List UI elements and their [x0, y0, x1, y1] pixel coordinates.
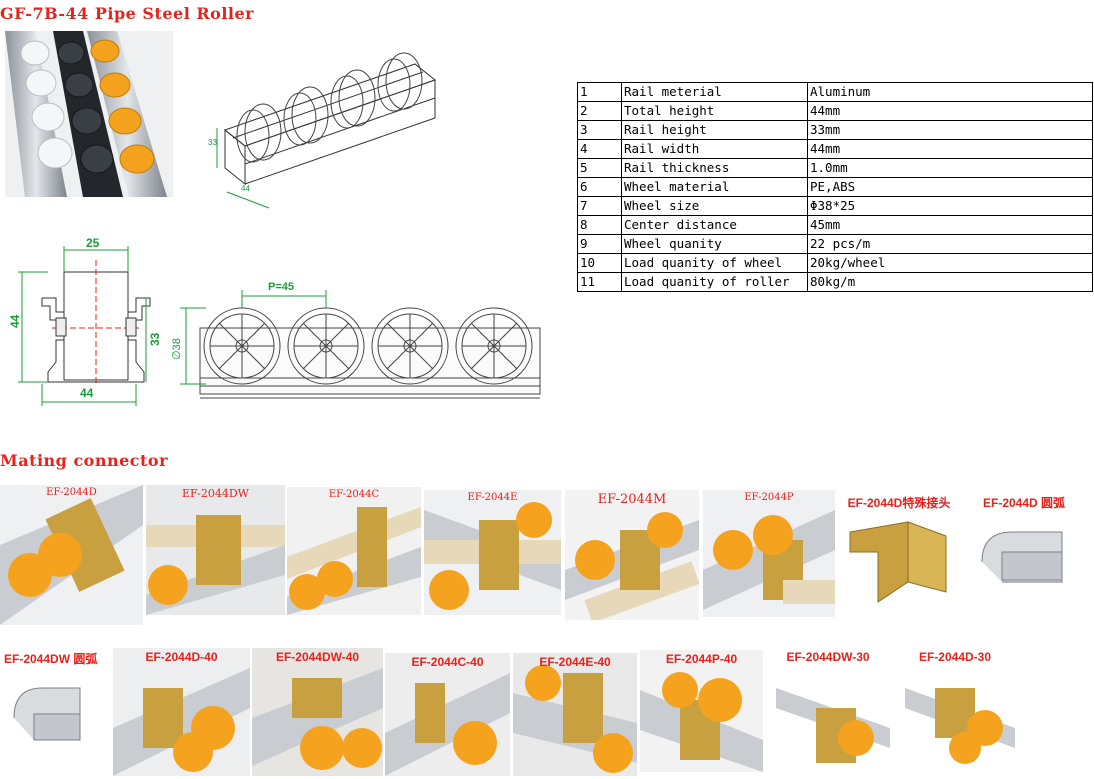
spec-name: Center distance — [621, 215, 808, 235]
connector-label: EF-2044E — [467, 492, 518, 503]
spec-value: Aluminum — [807, 82, 1093, 102]
rail-width-dim: 44 — [80, 386, 94, 400]
spec-name: Rail height — [621, 120, 808, 140]
connector-photo-ef-2044dw-30: EF-2044DW-30 — [766, 648, 890, 773]
spec-value: Φ38*25 — [807, 196, 1093, 216]
connector-photo-ef-2044p: EF-2044P — [703, 490, 835, 617]
spec-value: 20kg/wheel — [807, 253, 1093, 273]
connector-photo-ef-2044c: EF-2044C — [287, 487, 421, 615]
spec-number: 5 — [577, 158, 622, 178]
pitch-dim: P=45 — [268, 281, 294, 293]
spec-value: 1.0mm — [807, 158, 1093, 178]
connector-photo-ef-2044d-30: EF-2044D-30 — [895, 648, 1015, 773]
spec-name: Load quanity of roller — [621, 272, 808, 292]
spec-name: Rail thickness — [621, 158, 808, 178]
spec-name: Wheel quanity — [621, 234, 808, 254]
diameter-dim: ∅38 — [171, 338, 183, 360]
spec-number: 4 — [577, 139, 622, 159]
spec-value: 22 pcs/m — [807, 234, 1093, 254]
connector-label: EF-2044DW-40 — [275, 650, 360, 664]
spec-number: 1 — [577, 82, 622, 102]
side-view-drawing: P=45 ∅38 — [166, 278, 546, 404]
connector-photo-ef-2044d-special: EF-2044D特殊接头 — [838, 492, 960, 618]
connector-label: EF-2044D特殊接头 — [847, 496, 951, 510]
connector-label: EF-2044E-40 — [539, 655, 611, 669]
connector-photo-ef-2044d: EF-2044D — [0, 485, 143, 625]
spec-number: 9 — [577, 234, 622, 254]
iso-height-dim: 33 — [208, 138, 217, 147]
spec-number: 6 — [577, 177, 622, 197]
connector-label: EF-2044M — [597, 492, 667, 507]
spec-value: 44mm — [807, 101, 1093, 121]
product-photo — [5, 31, 173, 197]
front-view-drawing: 25 44 33 44 — [8, 236, 168, 411]
spec-name: Wheel size — [621, 196, 808, 216]
connector-photo-ef-2044dw: EF-2044DW — [146, 485, 285, 615]
spec-value: 80kg/m — [807, 272, 1093, 292]
spec-name: Wheel material — [621, 177, 808, 197]
connector-label: EF-2044P — [744, 492, 794, 503]
spec-number: 3 — [577, 120, 622, 140]
spec-name: Load quanity of wheel — [621, 253, 808, 273]
connector-photo-ef-2044p-40: EF-2044P-40 — [640, 650, 763, 772]
spec-name: Rail meterial — [621, 82, 808, 102]
rail-height-dim: 33 — [148, 332, 162, 346]
connector-label: EF-2044DW 圆弧 — [4, 652, 98, 666]
isometric-drawing: 33 44 — [205, 34, 445, 214]
wheel-width-dim: 25 — [86, 236, 100, 250]
iso-width-dim: 44 — [241, 184, 250, 193]
mating-connector-title: Mating connector — [0, 451, 169, 470]
connector-photo-ef-2044dw-arc: EF-2044DW 圆弧 — [0, 648, 112, 768]
spec-number: 7 — [577, 196, 622, 216]
spec-value: 45mm — [807, 215, 1093, 235]
connector-label: EF-2044P-40 — [665, 652, 738, 666]
connector-label: EF-2044DW — [181, 487, 249, 500]
spec-value: 33mm — [807, 120, 1093, 140]
connector-label: EF-2044D-30 — [918, 650, 992, 664]
connector-photo-ef-2044d-arc: EF-2044D 圆弧 — [962, 492, 1086, 618]
spec-value: PE,ABS — [807, 177, 1093, 197]
spec-value: 44mm — [807, 139, 1093, 159]
spec-name: Total height — [621, 101, 808, 121]
connector-photo-ef-2044dw-40: EF-2044DW-40 — [252, 648, 383, 776]
connector-photo-ef-2044m: EF-2044M — [565, 490, 699, 620]
connector-photo-ef-2044e: EF-2044E — [424, 490, 561, 615]
spec-number: 10 — [577, 253, 622, 273]
connector-label: EF-2044D-40 — [145, 650, 218, 664]
connector-label: EF-2044DW-30 — [786, 650, 870, 664]
connector-label: EF-2044C-40 — [411, 655, 484, 669]
spec-name: Rail width — [621, 139, 808, 159]
spec-number: 8 — [577, 215, 622, 235]
connector-label: EF-2044C — [328, 489, 380, 500]
total-height-dim: 44 — [8, 314, 22, 328]
connector-photo-ef-2044d-40: EF-2044D-40 — [113, 648, 250, 776]
connector-label: EF-2044D — [46, 487, 97, 498]
page-title: GF-7B-44 Pipe Steel Roller — [0, 4, 255, 23]
connector-photo-ef-2044e-40: EF-2044E-40 — [513, 653, 637, 776]
spec-number: 2 — [577, 101, 622, 121]
connector-photo-ef-2044c-40: EF-2044C-40 — [385, 653, 510, 776]
connector-label: EF-2044D 圆弧 — [982, 496, 1066, 510]
spec-number: 11 — [577, 272, 622, 292]
